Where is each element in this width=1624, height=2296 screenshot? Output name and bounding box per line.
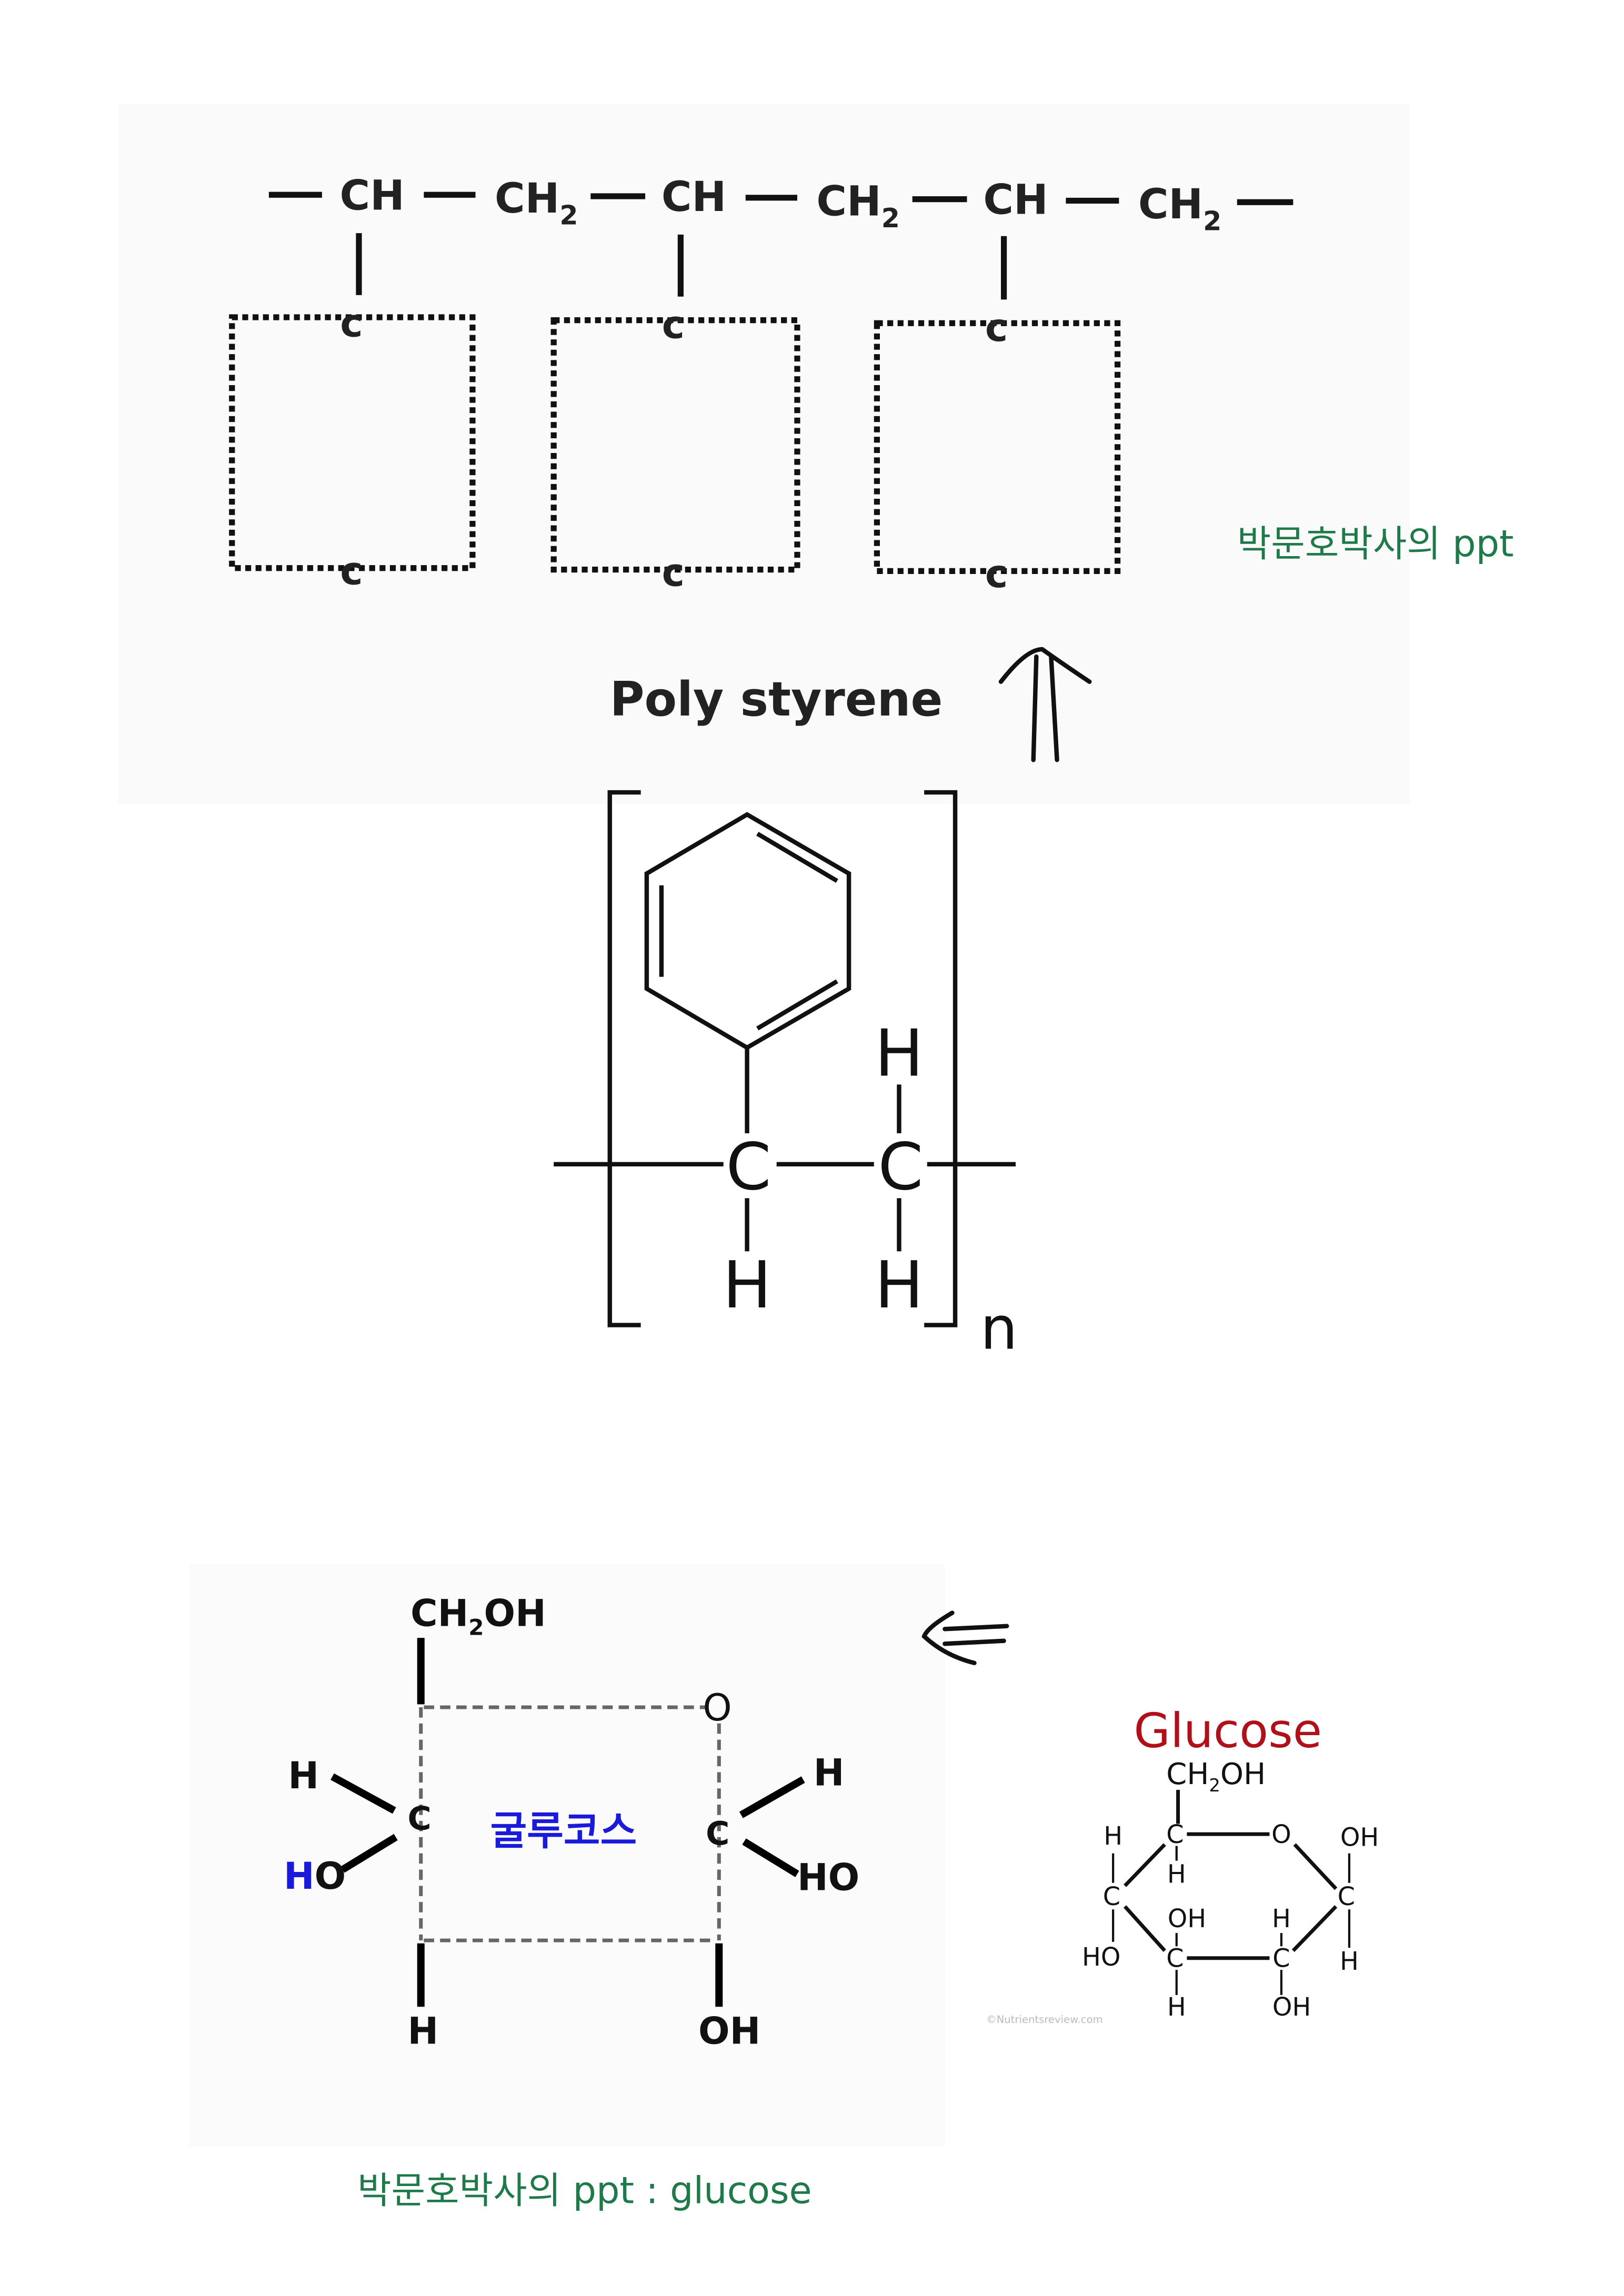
ring-carbon: c xyxy=(662,550,685,595)
hydrogen-atom: H xyxy=(1272,1905,1291,1934)
carbon-atom: C xyxy=(1338,1882,1355,1911)
hydrogen-atom: H xyxy=(1167,1860,1186,1889)
hydrogen-atom: H xyxy=(814,1751,845,1795)
ch-group: CH xyxy=(661,173,726,221)
credit-top: 박문호박사의 ppt xyxy=(1237,522,1514,565)
double-up-arrow-icon xyxy=(998,647,1092,762)
hydrogen-atom: H xyxy=(408,2009,439,2052)
panel-background xyxy=(118,103,1410,804)
hydrogen-atom: H xyxy=(875,1016,924,1092)
hydrogen-atom: H xyxy=(1340,1947,1359,1976)
hydrogen-atom: H xyxy=(1167,1993,1186,2022)
benzene-ring xyxy=(644,812,851,1051)
ring-oxygen: O xyxy=(1271,1820,1291,1849)
ch2oh-group: CH2OH xyxy=(410,1592,546,1640)
hydroxyl-group: HO xyxy=(284,1855,346,1898)
left-bracket xyxy=(607,790,641,1327)
ch2-group: CH2 xyxy=(1138,180,1221,236)
double-left-arrow-icon xyxy=(921,1610,1009,1666)
hydroxyl-group: OH xyxy=(698,2009,760,2052)
ch-group: CH xyxy=(340,171,405,219)
ch2-group: CH2 xyxy=(495,174,578,230)
ch-group: CH xyxy=(983,176,1048,224)
hydroxyl-group: HO xyxy=(797,1856,859,1899)
repeat-n: n xyxy=(980,1294,1018,1363)
carbon-atom: C xyxy=(1166,1820,1184,1849)
carbon-atom: C xyxy=(706,1815,729,1852)
dotted-ring xyxy=(229,314,476,571)
hydroxyl-group: OH xyxy=(1272,1993,1311,2022)
dotted-ring xyxy=(874,320,1121,574)
ch2-group: CH2 xyxy=(816,177,899,233)
hydroxyl-group: HO xyxy=(1082,1943,1120,1972)
hydrogen-atom: H xyxy=(875,1247,924,1323)
hydrogen-atom: H xyxy=(1104,1822,1122,1851)
glucose-diagram-right: Glucose CH2OH C O C C C C H xyxy=(986,1704,1379,2026)
hydrogen-atom: H xyxy=(288,1754,319,1797)
glucose-title: Glucose xyxy=(1134,1704,1322,1759)
panel-background xyxy=(189,1564,945,2147)
carbon-atom: C xyxy=(1272,1945,1290,1973)
carbon-atom: C xyxy=(878,1130,923,1205)
hydroxyl-group: OH xyxy=(1168,1905,1206,1934)
polystyrene-label: Poly styrene xyxy=(610,672,943,727)
styrene-monomer: C C H H H n xyxy=(554,790,1018,1363)
glucose-korean-label: 굴루코스 xyxy=(490,1808,637,1854)
ring-carbon: c xyxy=(340,549,363,594)
right-bracket xyxy=(924,790,958,1327)
ring-carbon: c xyxy=(662,303,685,347)
credit-bottom: 박문호박사의 ppt : glucose xyxy=(357,2169,812,2212)
ch2oh-group: CH2OH xyxy=(1166,1757,1266,1796)
dotted-ring xyxy=(550,317,800,573)
carbon-atom: C xyxy=(1166,1945,1184,1973)
hydrogen-atom: H xyxy=(723,1247,771,1323)
ring-carbon: c xyxy=(985,306,1008,350)
ring-carbon: c xyxy=(985,552,1008,597)
carbon-atom: C xyxy=(408,1800,432,1838)
carbon-atom: C xyxy=(1103,1882,1120,1911)
glucose-diagram-left: CH2OH O C C H HO H HO H OH 굴루코스 xyxy=(189,1564,945,2147)
ring-carbon: c xyxy=(340,301,363,346)
polystyrene-panel: CH CH2 CH CH2 CH CH2 c c c c c c Poly st… xyxy=(118,103,1410,804)
hydroxyl-group: OH xyxy=(1340,1824,1379,1852)
watermark: ©Nutrientsreview.com xyxy=(986,2013,1103,2026)
ring-oxygen: O xyxy=(703,1686,731,1729)
carbon-atom: C xyxy=(726,1130,771,1205)
